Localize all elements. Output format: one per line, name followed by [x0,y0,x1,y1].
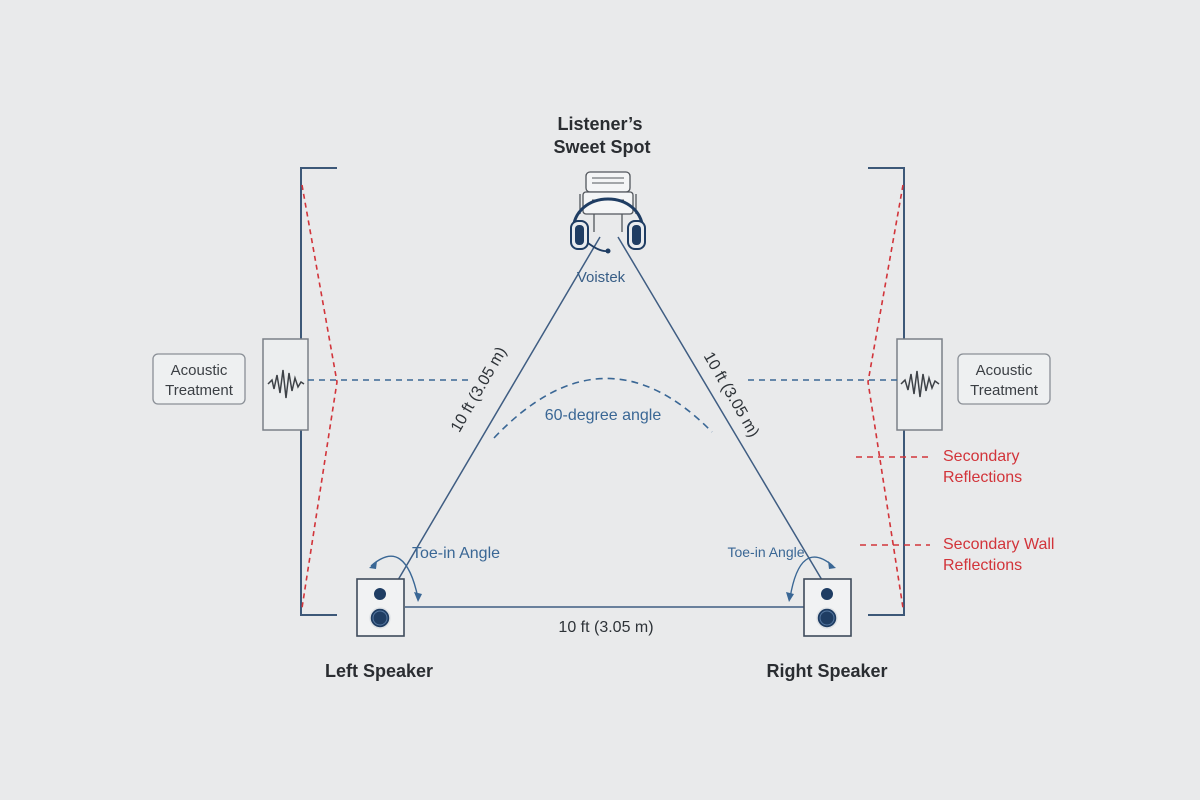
waveform-icon [900,370,940,398]
left-acoustic-panel [262,338,309,431]
secondary-reflections-line2: Reflections [943,469,1022,486]
right-speaker-icon [803,578,852,637]
acoustic-label-line1: Acoustic [976,362,1033,379]
secondary-wall-reflections-line2: Reflections [943,557,1022,574]
secondary-reflections-line1: Secondary [943,448,1020,465]
left-toe-in-label: Toe-in Angle [412,545,500,562]
right-speaker-label: Right Speaker [766,661,887,681]
angle-label: 60-degree angle [545,407,662,424]
waveform-icon [267,369,305,399]
listener-title-line1: Listener’s [557,114,642,134]
right-toe-in-arrow [786,556,836,602]
left-wall-reflection-cone [301,184,338,609]
sixty-degree-arc [493,377,713,439]
left-speaker-label: Left Speaker [325,661,433,681]
left-speaker-icon [356,578,405,637]
right-wall-reflection-cone [867,184,904,609]
headphones-chair-icon [570,171,646,254]
left-toe-in-arrow [369,555,422,602]
listener-title-line2: Sweet Spot [553,137,650,157]
brand-label: Voistek [577,269,626,286]
left-triangle-side [397,236,601,581]
base-distance-label: 10 ft (3.05 m) [558,619,653,636]
secondary-wall-reflections-line1: Secondary Wall [943,536,1054,553]
acoustic-label-line2: Treatment [165,382,234,399]
right-toe-in-label: Toe-in Angle [727,544,804,560]
left-distance-label: 10 ft (3.05 m) [448,344,510,435]
acoustic-label-line2: Treatment [970,382,1039,399]
right-acoustic-treatment-label-box: Acoustic Treatment [957,353,1051,405]
acoustic-label-line1: Acoustic [171,362,228,379]
right-triangle-side [617,236,823,581]
left-acoustic-treatment-label-box: Acoustic Treatment [152,353,246,405]
right-acoustic-panel [896,338,943,431]
